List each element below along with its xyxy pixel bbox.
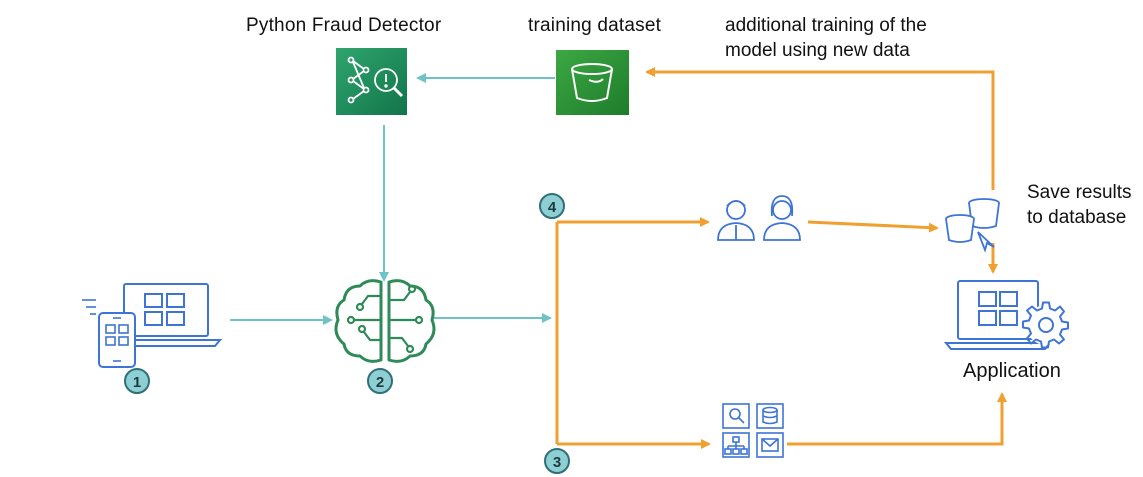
services-grid-icon <box>722 403 784 458</box>
step-badge-1: 1 <box>124 368 150 394</box>
flow-reviewers-to-database <box>807 220 939 233</box>
dataset-label: training dataset <box>528 15 662 36</box>
step-badge-3: 3 <box>544 448 570 474</box>
step-badge-2: 2 <box>367 368 393 394</box>
fraud-detector-icon <box>336 48 407 115</box>
step-number-4: 4 <box>548 199 557 216</box>
bucket-icon <box>556 50 629 115</box>
save-results-note: Save results to database <box>1027 180 1132 230</box>
detector-label: Python Fraud Detector <box>246 15 442 36</box>
laptop-gear-icon <box>943 280 1069 350</box>
buckets-icon <box>945 198 1000 253</box>
laptop-phone-icon <box>82 283 223 368</box>
retrain-note-line-1: additional training of the <box>725 15 927 36</box>
flow-database-to-dataset <box>645 67 995 190</box>
brain-circuit-icon <box>334 279 436 363</box>
people-icon <box>717 195 801 241</box>
step-number-1: 1 <box>133 374 141 391</box>
step-number-3: 3 <box>553 454 561 471</box>
step-number-2: 2 <box>376 374 384 391</box>
application-label: Application <box>963 360 1061 382</box>
retrain-note: additional training of the model using n… <box>725 13 927 63</box>
save-note-line-1: Save results <box>1027 182 1132 203</box>
retrain-note-line-2: model using new data <box>725 40 910 61</box>
step-badge-4: 4 <box>539 193 565 219</box>
flow-services-to-application <box>787 392 1007 446</box>
save-note-line-2: to database <box>1027 207 1127 228</box>
